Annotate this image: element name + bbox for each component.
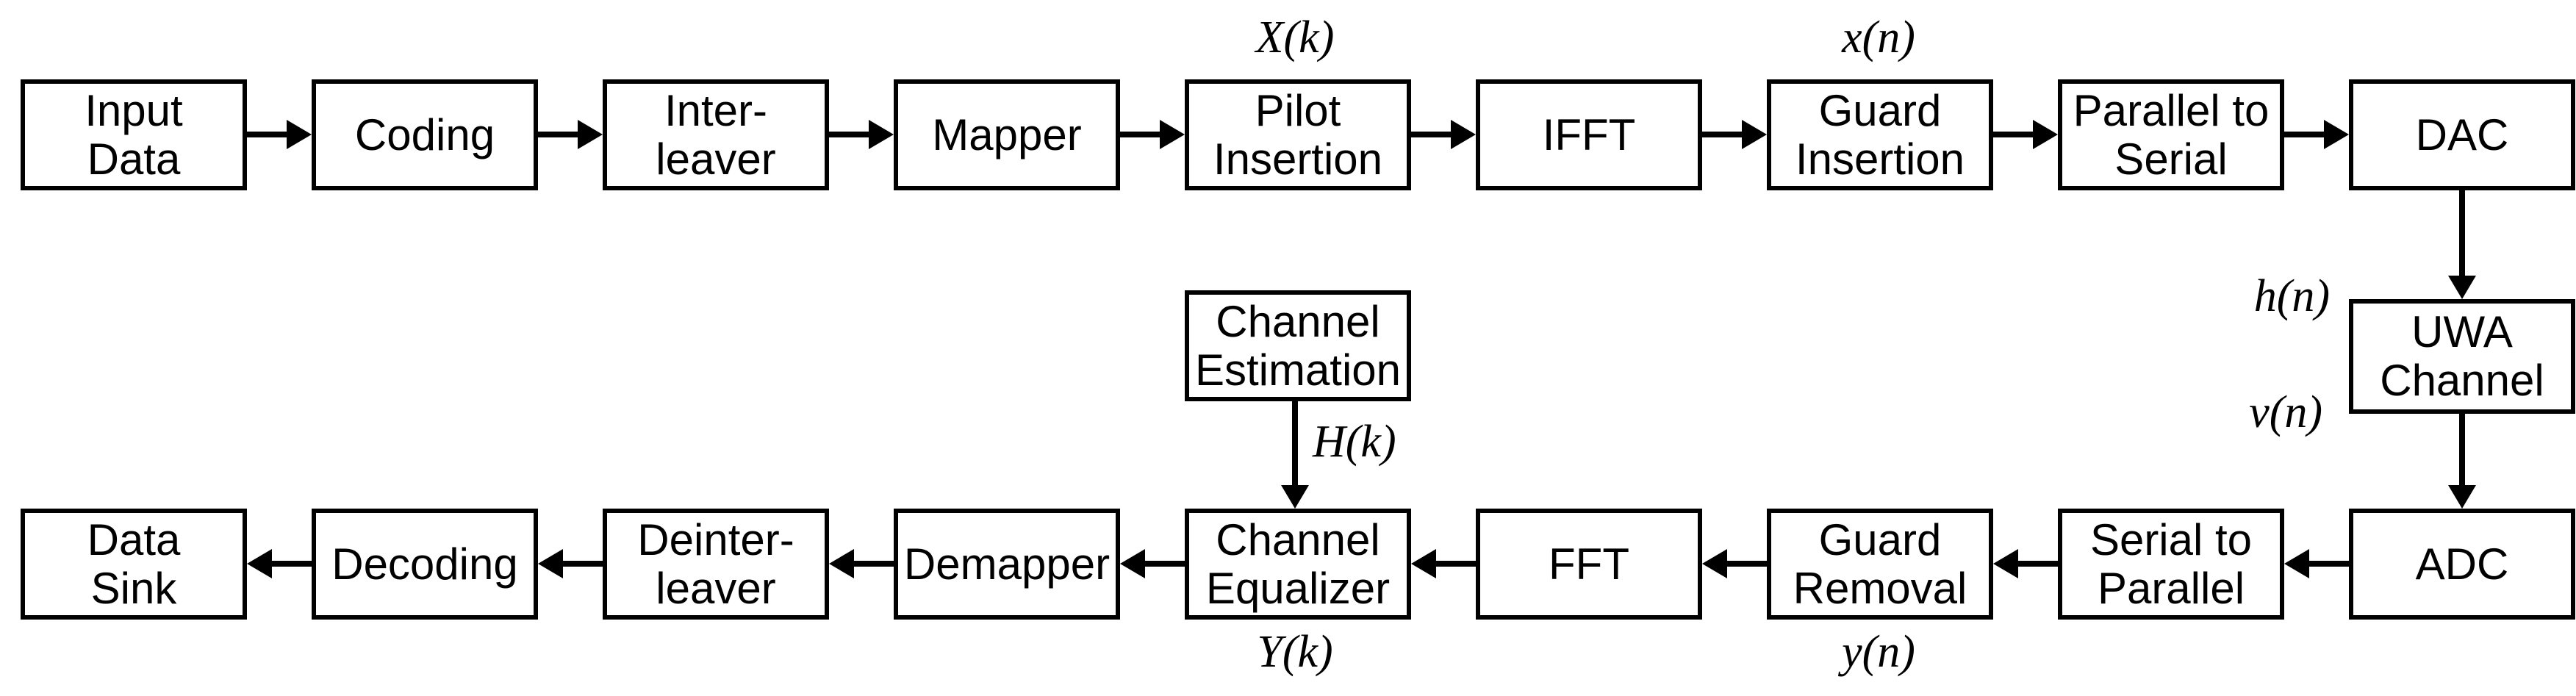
block-ifft: IFFT	[1476, 79, 1702, 190]
block-coding: Coding	[312, 79, 538, 190]
arrow-channel-equalizer-to-demapper	[1120, 549, 1185, 578]
arrow-shaft	[247, 132, 287, 137]
arrow-guard-removal-to-fft	[1702, 549, 1767, 578]
arrow-shaft	[854, 561, 894, 567]
arrow-left-icon	[829, 549, 854, 578]
arrow-down-icon	[2448, 485, 2476, 509]
arrow-shaft	[829, 132, 869, 137]
arrow-shaft	[2459, 190, 2465, 276]
arrow-mapper-to-pilot-insertion	[1120, 120, 1185, 149]
arrow-shaft	[1411, 132, 1451, 137]
signal-label-hn: h(n)	[2253, 271, 2330, 321]
arrow-shaft	[1120, 132, 1160, 137]
arrow-left-icon	[2284, 549, 2309, 578]
arrow-shaft	[538, 132, 578, 137]
arrow-fft-to-channel-equalizer	[1411, 549, 1476, 578]
arrow-left-icon	[538, 549, 563, 578]
block-uwa-channel: UWA Channel	[2349, 299, 2575, 414]
arrow-ifft-to-guard-insertion	[1702, 120, 1767, 149]
arrow-guard-insertion-to-parallel-to-serial	[1993, 120, 2058, 149]
arrow-right-icon	[287, 120, 312, 149]
arrow-right-icon	[1160, 120, 1185, 149]
arrow-parallel-to-serial-to-dac	[2284, 120, 2349, 149]
arrow-shaft	[1727, 561, 1767, 567]
signal-label-Yk: Y(k)	[1257, 627, 1333, 677]
arrow-demapper-to-deinterleaver	[829, 549, 894, 578]
signal-label-vn: v(n)	[2249, 387, 2322, 437]
signal-label-xn: x(n)	[1842, 12, 1915, 62]
arrow-decoding-to-data-sink	[247, 549, 312, 578]
arrow-shaft	[2459, 414, 2465, 485]
block-channel-equalizer: Channel Equalizer	[1185, 509, 1411, 620]
arrow-shaft	[1993, 132, 2033, 137]
arrow-shaft	[2018, 561, 2058, 567]
arrow-shaft	[1292, 401, 1298, 485]
arrow-shaft	[272, 561, 312, 567]
signal-label-Xk: X(k)	[1255, 12, 1335, 62]
arrow-shaft	[2284, 132, 2324, 137]
block-deinterleaver: Deinter- leaver	[603, 509, 829, 620]
arrow-channel-estimation-to-channel-equalizer	[1281, 401, 1309, 509]
block-decoding: Decoding	[312, 509, 538, 620]
arrow-serial-to-parallel-to-guard-removal	[1993, 549, 2058, 578]
arrow-deinterleaver-to-decoding	[538, 549, 603, 578]
arrow-left-icon	[1702, 549, 1727, 578]
block-serial-to-parallel: Serial to Parallel	[2058, 509, 2284, 620]
block-dac: DAC	[2349, 79, 2575, 190]
arrow-down-icon	[2448, 276, 2476, 299]
block-mapper: Mapper	[894, 79, 1120, 190]
arrow-shaft	[1702, 132, 1742, 137]
arrow-shaft	[2309, 561, 2349, 567]
block-guard-removal: Guard Removal	[1767, 509, 1993, 620]
arrow-coding-to-interleaver	[538, 120, 603, 149]
arrow-shaft	[1145, 561, 1185, 567]
arrow-right-icon	[2033, 120, 2058, 149]
arrow-dac-to-uwa-channel	[2448, 190, 2476, 299]
arrow-left-icon	[1993, 549, 2018, 578]
arrow-right-icon	[1742, 120, 1767, 149]
arrow-pilot-insertion-to-ifft	[1411, 120, 1476, 149]
arrow-shaft	[563, 561, 603, 567]
arrow-down-icon	[1281, 485, 1309, 509]
block-pilot-insertion: Pilot Insertion	[1185, 79, 1411, 190]
arrow-right-icon	[869, 120, 894, 149]
arrow-left-icon	[1120, 549, 1145, 578]
arrow-right-icon	[578, 120, 603, 149]
block-adc: ADC	[2349, 509, 2575, 620]
arrow-interleaver-to-mapper	[829, 120, 894, 149]
block-channel-estimation: Channel Estimation	[1185, 290, 1411, 401]
block-input-data: Input Data	[21, 79, 247, 190]
arrow-uwa-channel-to-adc	[2448, 414, 2476, 509]
arrow-shaft	[1436, 561, 1476, 567]
arrow-left-icon	[1411, 549, 1436, 578]
block-demapper: Demapper	[894, 509, 1120, 620]
block-interleaver: Inter- leaver	[603, 79, 829, 190]
block-data-sink: Data Sink	[21, 509, 247, 620]
arrow-adc-to-serial-to-parallel	[2284, 549, 2349, 578]
arrow-left-icon	[247, 549, 272, 578]
block-parallel-to-serial: Parallel to Serial	[2058, 79, 2284, 190]
block-guard-insertion: Guard Insertion	[1767, 79, 1993, 190]
arrow-right-icon	[1451, 120, 1476, 149]
block-fft: FFT	[1476, 509, 1702, 620]
arrow-right-icon	[2324, 120, 2349, 149]
signal-label-Hk: H(k)	[1313, 417, 1396, 467]
signal-label-yn: y(n)	[1842, 627, 1915, 677]
arrow-input-data-to-coding	[247, 120, 312, 149]
